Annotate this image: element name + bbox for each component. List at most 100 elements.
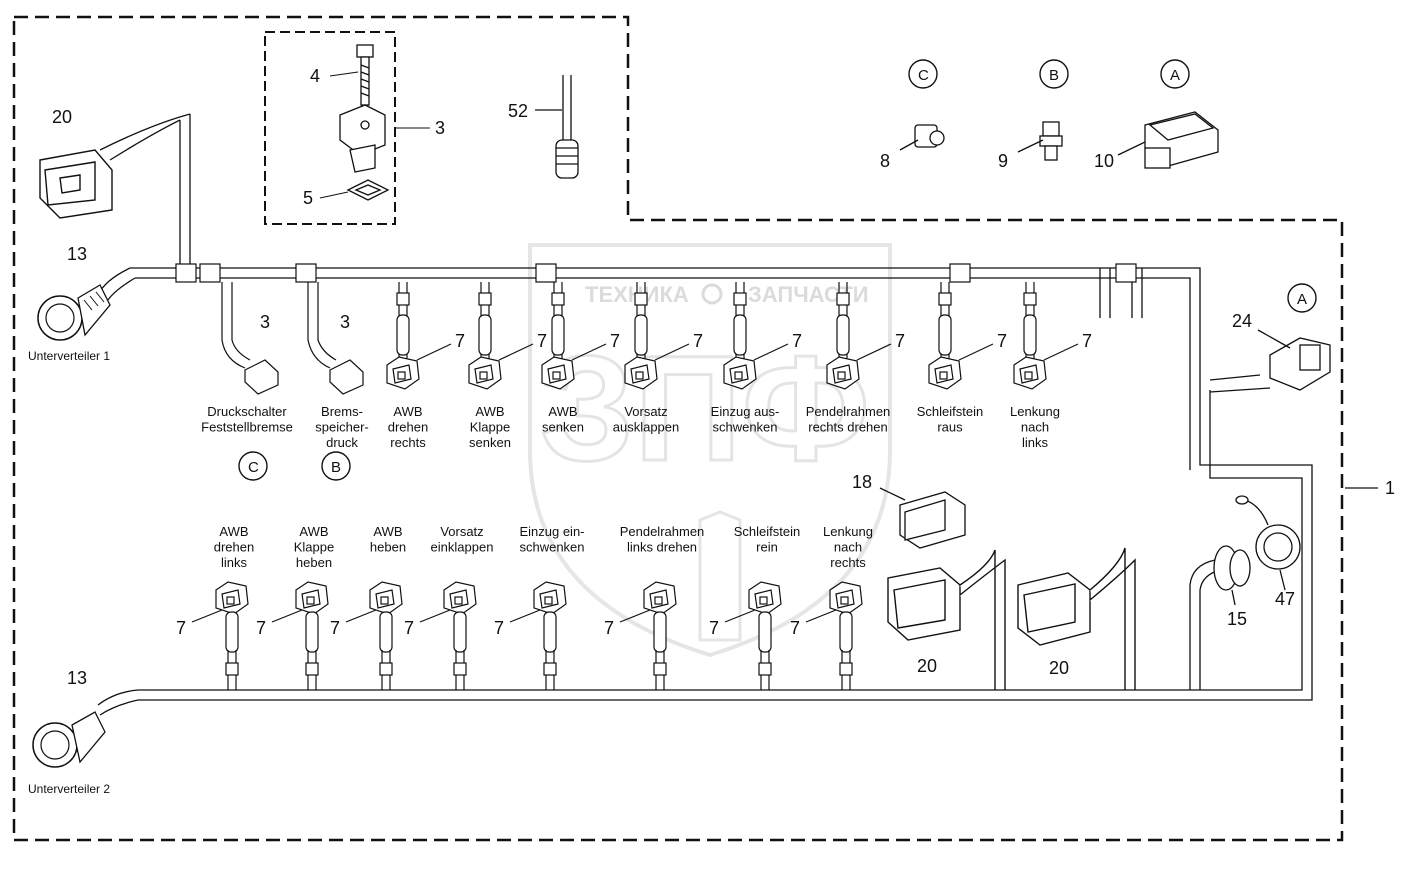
valve-connector-bottom-7 bbox=[829, 581, 863, 615]
wire-clip bbox=[478, 292, 492, 306]
svg-text:A: A bbox=[1170, 67, 1180, 84]
pressure-switch-labels: DruckschalterFeststellbremseBrems-speich… bbox=[201, 404, 369, 450]
leader-line bbox=[856, 343, 892, 361]
top-connector-label-0-line-0: AWB bbox=[393, 404, 422, 419]
wire-boot bbox=[305, 611, 319, 653]
bottom-connector-label-7-line-1: nach bbox=[834, 540, 862, 555]
pressure-switch-part-3 bbox=[339, 104, 386, 173]
bottom-connector-label-7-line-0: Lenkung bbox=[823, 524, 873, 539]
wire-clip bbox=[225, 662, 239, 676]
bottom-connector-label-1-line-0: AWB bbox=[299, 524, 328, 539]
valve-connector-top-7 bbox=[1013, 356, 1047, 390]
callout-7-bottom-6: 7 bbox=[709, 618, 719, 638]
callout-9: 9 bbox=[998, 151, 1008, 171]
callout-4: 4 bbox=[310, 66, 320, 86]
callout-7-top-7: 7 bbox=[1082, 331, 1092, 351]
wire-boot bbox=[1023, 314, 1037, 356]
top-connector-label-5-line-1: rechts drehen bbox=[808, 420, 888, 435]
callout-7-top-1: 7 bbox=[537, 331, 547, 351]
callout-7-bottom-3: 7 bbox=[404, 618, 414, 638]
leader-line bbox=[958, 343, 994, 361]
callout-15: 15 bbox=[1227, 609, 1247, 629]
top-connector-label-1-line-2: senken bbox=[469, 435, 511, 450]
callout-7-top-5: 7 bbox=[895, 331, 905, 351]
watermark-line2: ЗАПЧАСТИ bbox=[748, 282, 869, 307]
top-connector-label-7-line-0: Lenkung bbox=[1010, 404, 1060, 419]
sub-distributor-2-label: Unterverteiler 2 bbox=[28, 782, 110, 796]
top-connector-label-6-line-1: raus bbox=[937, 420, 963, 435]
wire-boot bbox=[453, 611, 467, 653]
svg-text:B: B bbox=[1049, 67, 1059, 84]
sub-distributor-1-label: Unterverteiler 1 bbox=[28, 349, 110, 363]
callout-7-top-2: 7 bbox=[610, 331, 620, 351]
circle-ref-c-top: C bbox=[908, 59, 938, 89]
top-connector-label-7-line-2: links bbox=[1022, 435, 1049, 450]
harness-trunks bbox=[97, 113, 1313, 716]
wire-boot bbox=[396, 314, 410, 356]
bottom-connector-label-3-line-0: Vorsatz bbox=[440, 524, 483, 539]
pressure-switch-drops bbox=[221, 282, 364, 395]
callout-7-bottom-1: 7 bbox=[256, 618, 266, 638]
top-connector-label-4-line-1: schwenken bbox=[712, 420, 777, 435]
callout-20-bottom-right: 20 bbox=[1049, 658, 1069, 678]
cable-sleeve-52 bbox=[535, 75, 579, 179]
circle-ref-a-top: A bbox=[1160, 59, 1190, 89]
callout-7-top-4: 7 bbox=[792, 331, 802, 351]
callout-3-left: 3 bbox=[260, 312, 270, 332]
callout-1: 1 bbox=[1385, 478, 1395, 498]
leader-line bbox=[654, 343, 690, 361]
leader-line bbox=[805, 609, 837, 623]
wire-clip bbox=[305, 662, 319, 676]
bottom-connector-label-0-line-2: links bbox=[221, 555, 248, 570]
valve-connector-bottom-1 bbox=[295, 581, 329, 615]
control-module-part-10 bbox=[1117, 111, 1219, 169]
top-connector-label-3-line-1: ausklappen bbox=[613, 420, 680, 435]
bottom-connector-label-6-line-1: rein bbox=[756, 540, 778, 555]
top-connector-label-4-line-0: Einzug aus- bbox=[711, 404, 780, 419]
svg-text:C: C bbox=[248, 459, 259, 476]
callout-20-bottom-left: 20 bbox=[917, 656, 937, 676]
callout-3-detail: 3 bbox=[435, 118, 445, 138]
pressure-switch-label-0-line-1: Feststellbremse bbox=[201, 420, 293, 435]
svg-text:C: C bbox=[918, 67, 929, 84]
top-connector-label-0-line-1: drehen bbox=[388, 420, 428, 435]
connector-20-bottom-right bbox=[1017, 547, 1136, 690]
valve-connector-bottom-4 bbox=[533, 581, 567, 615]
watermark: ТЕХНИКА ЗАПЧАСТИ ЗПФ bbox=[528, 243, 892, 658]
callout-7-top-6: 7 bbox=[997, 331, 1007, 351]
callout-52: 52 bbox=[508, 101, 528, 121]
sub-distributor-2 bbox=[32, 711, 106, 768]
connector-24 bbox=[1257, 329, 1331, 391]
valve-connector-bottom-2 bbox=[369, 581, 403, 615]
valve-connector-bottom-3 bbox=[443, 581, 477, 615]
bottom-connector-label-0-line-1: drehen bbox=[214, 540, 254, 555]
bottom-connector-label-5-line-0: Pendelrahmen bbox=[620, 524, 705, 539]
valve-connector-top-3 bbox=[624, 356, 658, 390]
wire-boot bbox=[551, 314, 565, 356]
callout-5: 5 bbox=[303, 188, 313, 208]
wire-boot bbox=[758, 611, 772, 653]
leader-line bbox=[724, 609, 756, 623]
seal-part-5 bbox=[346, 179, 390, 201]
wire-boot bbox=[938, 314, 952, 356]
leader-line bbox=[619, 609, 651, 623]
watermark-logo: ЗПФ bbox=[540, 324, 870, 492]
wire-clip bbox=[836, 292, 850, 306]
circle-ref-b-top: B bbox=[1039, 59, 1069, 89]
bottom-connector-labels: 7AWBdrehenlinks7AWBKlappeheben7AWBheben7… bbox=[176, 524, 873, 638]
valve-connector-bottom-0 bbox=[215, 581, 249, 615]
wire-clip bbox=[551, 292, 565, 306]
wire-clip bbox=[543, 662, 557, 676]
wire-clip bbox=[733, 292, 747, 306]
callout-8: 8 bbox=[880, 151, 890, 171]
top-connector-label-2-line-1: senken bbox=[542, 420, 584, 435]
valve-connector-bottom-5 bbox=[643, 581, 677, 615]
callout-20-top-left: 20 bbox=[52, 107, 72, 127]
leader-line bbox=[271, 609, 303, 623]
top-connector-label-6-line-0: Schleifstein bbox=[917, 404, 983, 419]
connector-20-bottom-left bbox=[887, 549, 1006, 690]
valve-connector-top-4 bbox=[723, 356, 757, 390]
wire-clip bbox=[453, 662, 467, 676]
circle-ref-c-left: C bbox=[238, 451, 268, 481]
top-connector-label-1-line-1: Klappe bbox=[470, 420, 510, 435]
